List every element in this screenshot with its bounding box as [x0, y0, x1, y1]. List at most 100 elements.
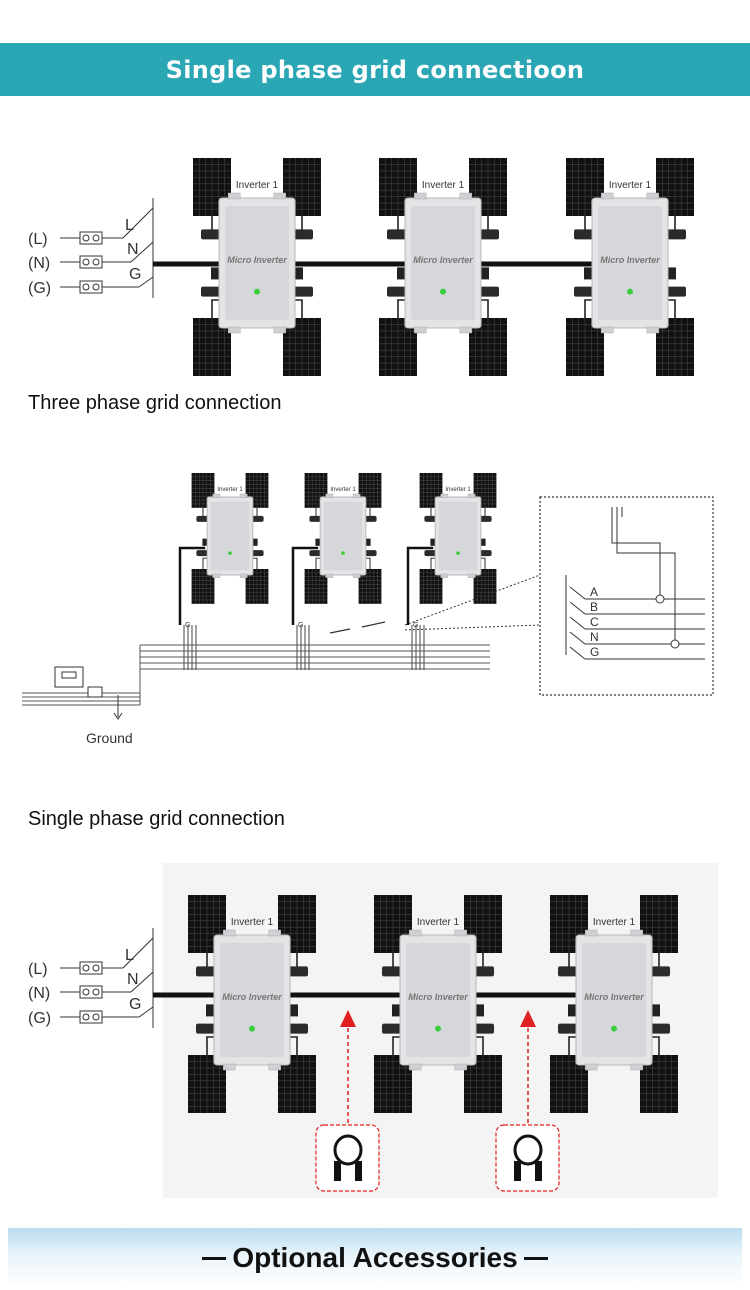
inverter-model-text: Micro Inverter [408, 992, 468, 1002]
ac-connector [202, 538, 209, 546]
dc-connector [648, 1023, 670, 1034]
dc-connector [196, 1023, 218, 1034]
ac-connector [479, 267, 489, 280]
grid-wire [138, 276, 154, 288]
inverter-model-text: Micro Inverter [584, 992, 644, 1002]
terminal-screw [82, 1013, 90, 1021]
extension-cable-icon [333, 1134, 363, 1166]
dc-connector [309, 515, 323, 522]
dc-connector [201, 229, 223, 240]
mount-tab [227, 326, 241, 334]
status-led [627, 288, 633, 295]
dc-connector [477, 286, 499, 297]
terminal-screw [92, 964, 100, 972]
pv-cable [290, 1036, 298, 1055]
zoom-bus-stub [569, 586, 586, 600]
zoom-bus-stub [569, 601, 586, 615]
dc-connector [424, 515, 438, 522]
cable-plug [535, 1161, 542, 1181]
bus-label: G [590, 645, 599, 659]
dc-connector [664, 229, 686, 240]
wire-tag: G [298, 622, 303, 629]
ac-connector [288, 1004, 298, 1017]
terminal-label: (N) [28, 255, 50, 272]
dc-connector [558, 966, 580, 977]
mount-tab [239, 493, 248, 498]
ac-connector [666, 267, 676, 280]
grid-wire [130, 971, 154, 993]
pv-cable [202, 557, 208, 569]
pv-cable [397, 299, 405, 318]
mount-tab [239, 573, 248, 578]
mount-tab [467, 493, 476, 498]
terminal-screw [82, 283, 90, 291]
ground-label: Ground [86, 730, 133, 746]
meter-box [54, 666, 84, 688]
pv-cable [480, 557, 486, 569]
inverter-label: Inverter 1 [593, 917, 636, 928]
terminal-screw [82, 234, 90, 242]
mount-tab [212, 573, 221, 578]
pv-cable [481, 299, 489, 318]
junction-dot [670, 639, 680, 649]
bus-label: C [590, 615, 599, 629]
mount-tab [352, 573, 361, 578]
junction-dot [655, 594, 665, 604]
zoom-line [404, 624, 541, 631]
inverter-face [406, 943, 470, 1057]
ac-connector [315, 538, 322, 546]
mount-tab [268, 929, 282, 937]
dc-connector [291, 229, 313, 240]
dash-right [523, 1256, 548, 1260]
dc-connector [250, 550, 264, 557]
dc-connector [363, 550, 377, 557]
mount-tab [222, 1063, 236, 1071]
terminal-screw [92, 988, 100, 996]
ac-connector [584, 267, 594, 280]
inverter-label: Inverter 1 [422, 180, 465, 191]
status-led [435, 1025, 441, 1032]
zoom-wire [616, 507, 676, 640]
dc-connector [201, 286, 223, 297]
wire-tag: G [413, 622, 418, 629]
inverter-model-text: Micro Inverter [600, 255, 660, 265]
wire-tag: G [185, 622, 190, 629]
dc-connector [477, 229, 499, 240]
wire-label: N [127, 241, 139, 258]
ac-connector [479, 538, 486, 546]
mount-tab [600, 192, 614, 200]
wire-label: G [129, 996, 141, 1013]
mount-tab [222, 929, 236, 937]
meter-display [61, 671, 77, 679]
mount-tab [646, 192, 660, 200]
inverter-face [225, 206, 289, 320]
dc-connector [250, 515, 264, 522]
terminal-screw [82, 964, 90, 972]
status-led [228, 551, 232, 555]
ac-connector [568, 1004, 578, 1017]
inverter-label: Inverter 1 [217, 487, 243, 493]
dash-left [202, 1256, 227, 1260]
inverter-face [411, 206, 475, 320]
dc-connector [558, 1023, 580, 1034]
pv-cable [668, 299, 676, 318]
grid-wire [122, 207, 154, 239]
ac-connector [251, 538, 258, 546]
status-led [249, 1025, 255, 1032]
cable-plug [355, 1161, 362, 1181]
inverter-face [220, 943, 284, 1057]
pv-cable [430, 557, 436, 569]
mount-tab [440, 573, 449, 578]
mount-tab [467, 573, 476, 578]
mount-tab [459, 326, 473, 334]
bus-label: A [590, 585, 598, 599]
ac-connector [397, 267, 407, 280]
bus-label: N [590, 630, 599, 644]
terminal-screw [82, 258, 90, 266]
terminal-label: (L) [28, 231, 48, 248]
header-banner: Single phase grid connectioon [0, 43, 750, 96]
inverter-label: Inverter 1 [609, 180, 652, 191]
terminal-screw [92, 258, 100, 266]
